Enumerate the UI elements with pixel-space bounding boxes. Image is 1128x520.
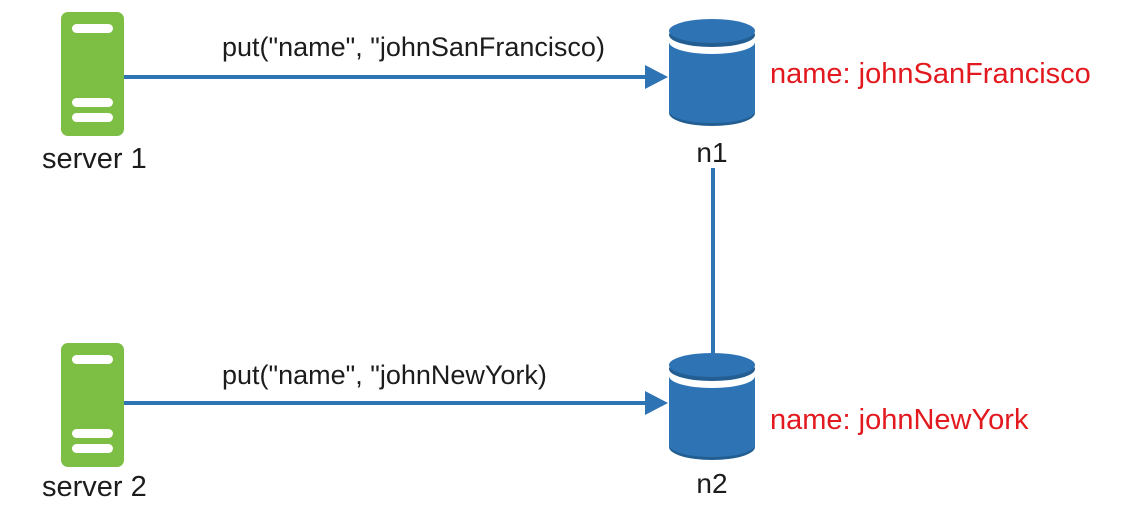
server-2-icon xyxy=(61,343,124,467)
server-slot xyxy=(72,429,113,438)
database-cylinder-icon-n2 xyxy=(669,353,755,460)
server-slot xyxy=(72,355,113,364)
node-n2-stored-value: name: johnNewYork xyxy=(770,404,1029,436)
put-operation-2-label: put("name", "johnNewYork) xyxy=(222,360,547,390)
node-n1-label: n1 xyxy=(696,137,728,168)
server-1-icon xyxy=(61,12,124,136)
server-slot xyxy=(72,113,113,122)
node-n2-label: n2 xyxy=(696,468,728,499)
database-cylinder-icon-n1 xyxy=(669,19,755,126)
server-slot xyxy=(72,24,113,33)
server-slot xyxy=(72,98,113,107)
server-2-label: server 2 xyxy=(42,471,147,503)
arrowhead-icon xyxy=(645,391,668,415)
arrowhead-icon xyxy=(645,65,668,89)
put-operation-1-label: put("name", "johnSanFrancisco) xyxy=(222,32,605,62)
server-1-label: server 1 xyxy=(42,143,147,175)
server-slot xyxy=(72,444,113,453)
arrow-server1-to-n1 xyxy=(124,65,668,89)
arrow-server2-to-n2 xyxy=(124,391,668,415)
node-n1-stored-value: name: johnSanFrancisco xyxy=(770,58,1091,90)
